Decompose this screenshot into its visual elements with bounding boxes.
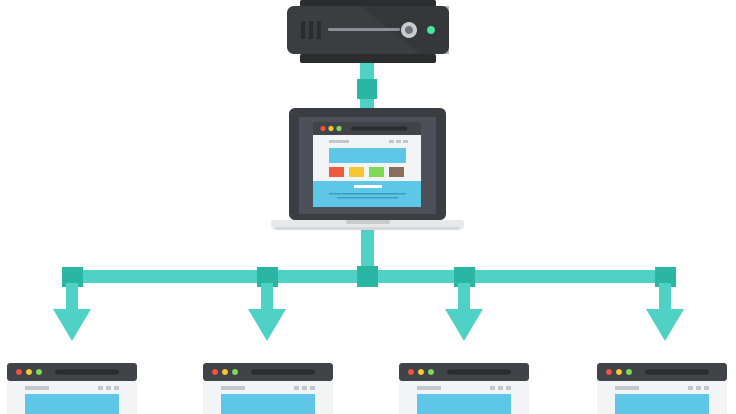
arrow-down-icon (248, 283, 286, 341)
server-icon (287, 0, 449, 63)
connectors (53, 60, 684, 341)
browser-window-2 (203, 363, 333, 414)
arrow-down-icon (646, 283, 684, 341)
laptop-browser-window (313, 122, 421, 207)
server-laptop-joint (357, 79, 377, 99)
browser-window-4 (597, 363, 727, 414)
hub-joint-center (357, 266, 378, 287)
laptop-icon (271, 108, 464, 230)
branch-joint-1 (62, 267, 83, 287)
arrow-down-icon (445, 283, 483, 341)
laptop-hub-connector (361, 228, 374, 272)
browser-window-3 (399, 363, 529, 414)
browser-window-1 (7, 363, 137, 414)
arrow-down-icon (53, 283, 91, 341)
branch-joint-4 (655, 267, 676, 287)
branch-joint-2 (257, 267, 278, 287)
branch-joint-3 (454, 267, 475, 287)
